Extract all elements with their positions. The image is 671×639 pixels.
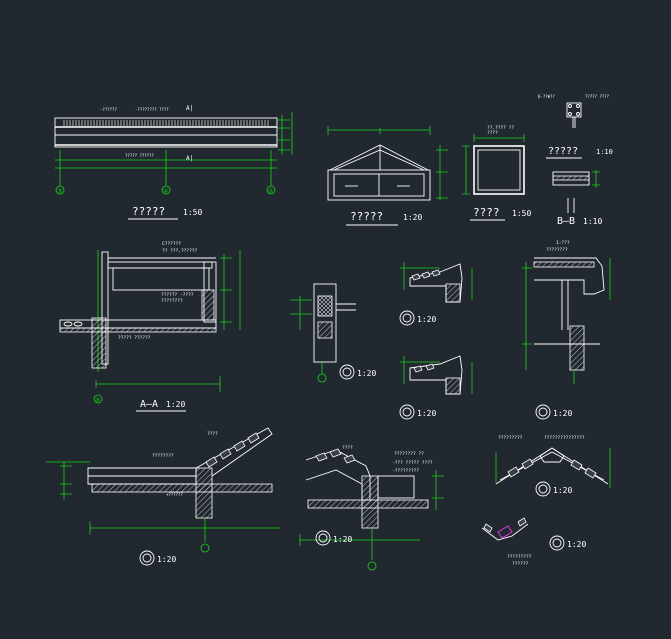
- window-plan-view: ??.???? ?? ???? ???? 1:50: [462, 125, 531, 221]
- window-plan-note2: ????: [487, 130, 498, 136]
- section-aa-note4: ????????: [161, 298, 183, 304]
- detail-2-scale: 1:20: [417, 315, 436, 324]
- detail-5-scale: 1:20: [157, 555, 176, 564]
- detail-8-view: ????????? ?????? 1:20: [481, 517, 586, 567]
- detail-7-note2: ???????????????: [544, 435, 585, 441]
- detail-6-view: ???? ???????? ?? -??? ????? ???? -??????…: [299, 445, 444, 571]
- detail-1-view: 1:20: [290, 283, 376, 383]
- top-elev-small-1: -??????: [100, 107, 117, 112]
- section-aa-view: ⑧ C?????? ?? ???,?????? ?????? -???? ???…: [59, 241, 241, 412]
- detail-6-note: ????: [342, 445, 353, 451]
- section-aa-note1: C??????: [162, 241, 181, 247]
- section-aa-note3: ?????? -????: [161, 292, 194, 298]
- top-elev-small-2: -???????? ????: [135, 107, 169, 112]
- section-bb-note: 6-??Φ??: [538, 94, 555, 99]
- section-bb-note2: ????? ????: [585, 94, 610, 99]
- detail-7-view: ????????? ??????????????? 1:20: [495, 435, 611, 497]
- grid-label-4: ④: [163, 188, 168, 195]
- detail-5-note3: +??????: [166, 492, 183, 497]
- gable-elev-scale: 1:20: [403, 213, 422, 222]
- section-bb-scale: 1:10: [596, 148, 613, 156]
- window-plan-scale: 1:50: [512, 209, 531, 218]
- detail-6-note4: -?????????: [392, 468, 419, 474]
- detail-7-note: ?????????: [498, 435, 523, 441]
- detail-5-view: ???? ???????? +?????? 1:20: [46, 427, 280, 566]
- top-elev-note-b: A|: [186, 155, 193, 162]
- detail-8-scale: 1:20: [567, 540, 586, 549]
- detail-3-view: 1:20: [399, 355, 473, 420]
- detail-3-scale: 1:20: [417, 409, 436, 418]
- top-elevation-view: ③ ④ ⑤ A| A| -?????? -???????? ???? ?????…: [54, 105, 293, 220]
- detail-5-note2: ????????: [152, 453, 174, 459]
- section-bb-label: B—B: [557, 216, 575, 227]
- section-aa-axis: ⑧: [95, 397, 100, 404]
- top-elev-note-a: A|: [186, 105, 193, 112]
- gable-elev-title: ?????: [350, 210, 383, 223]
- top-elev-small-3: ????? ??????: [125, 153, 154, 158]
- detail-4-scale: 1:20: [553, 409, 572, 418]
- detail-7-scale: 1:20: [553, 486, 572, 495]
- detail-8-note2: ??????: [512, 561, 529, 567]
- detail-6-note3: -??? ????? ????: [392, 460, 433, 466]
- detail-4-view: 1:??? ???????? 1:20: [522, 240, 611, 420]
- top-elev-scale: 1:50: [183, 208, 202, 217]
- gable-elevation-view: ????? 1:20: [327, 126, 448, 226]
- window-plan-note: ??.???? ??: [487, 125, 514, 131]
- top-elev-title: ?????: [132, 205, 165, 218]
- window-plan-title: ????: [473, 206, 500, 219]
- detail-8-note: ?????????: [507, 554, 532, 560]
- detail-6-note2: ???????? ??: [394, 451, 424, 457]
- section-aa-note5: ????? ??????: [118, 335, 151, 341]
- grid-label-5: ⑤: [268, 188, 273, 195]
- detail-6-scale: 1:20: [333, 535, 352, 544]
- section-bb-title: ?????: [548, 146, 578, 157]
- detail-4-note: 1:???: [556, 240, 570, 246]
- detail-2-view: 1:20: [399, 262, 473, 326]
- grid-label-3: ③: [57, 188, 62, 195]
- detail-5-note: ????: [207, 431, 218, 437]
- section-aa-scale: 1:20: [166, 400, 185, 409]
- section-aa-note2: ?? ???,??????: [162, 248, 198, 254]
- detail-1-scale: 1:20: [357, 369, 376, 378]
- section-bb-scale2: 1:10: [583, 217, 602, 226]
- section-aa-label: A—A: [140, 399, 158, 410]
- section-bb-view: 6-??Φ?? ????? ???? ????? 1:10 B—B 1:10: [538, 94, 613, 227]
- detail-4-note2: ????????: [546, 247, 568, 253]
